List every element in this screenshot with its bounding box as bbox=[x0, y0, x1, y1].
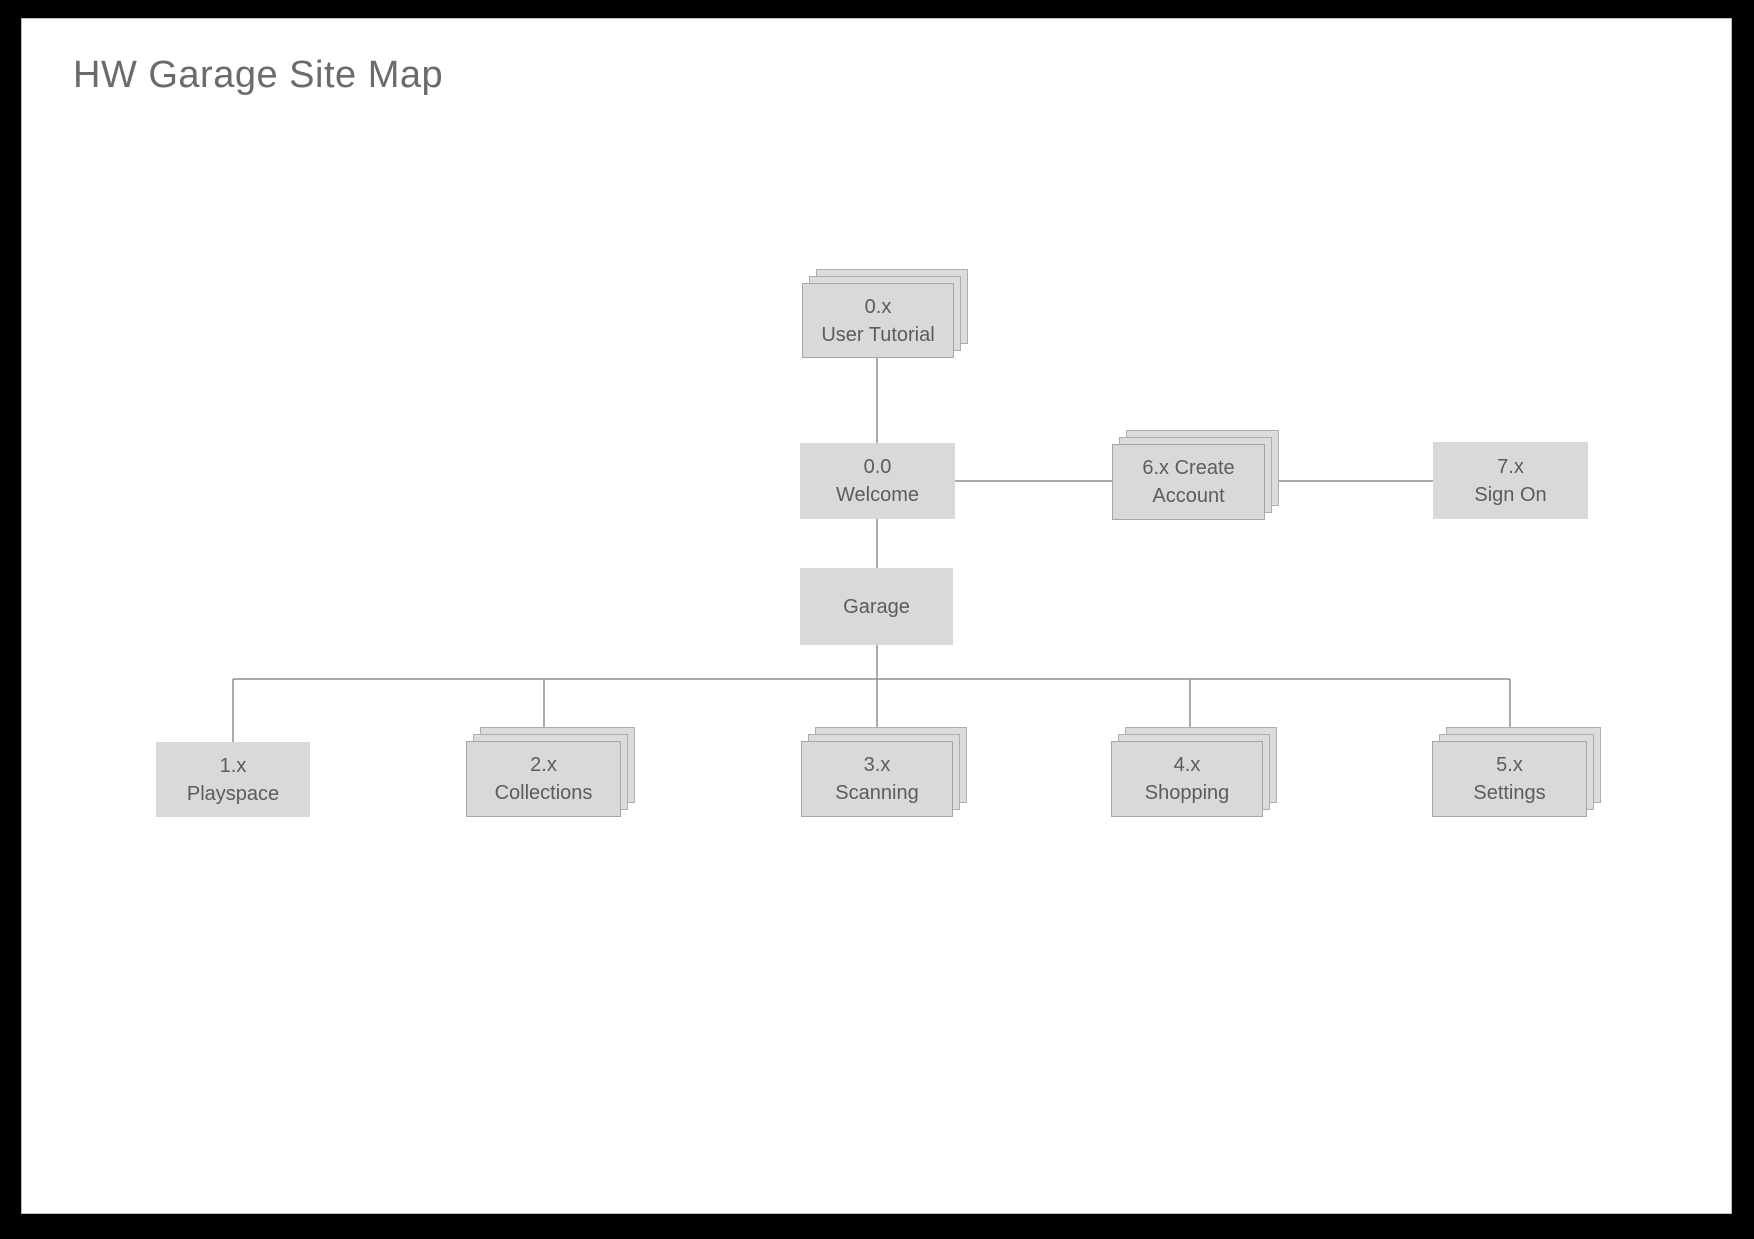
node-label: 0.0 Welcome bbox=[836, 456, 919, 506]
node-card: 1.x Playspace bbox=[156, 742, 310, 817]
node-card: Garage bbox=[800, 568, 953, 645]
node-create-account[interactable]: 6.x Create Account bbox=[1112, 430, 1279, 520]
node-label: 7.x Sign On bbox=[1474, 455, 1547, 506]
node-card: 5.x Settings bbox=[1432, 741, 1587, 817]
node-user-tutorial[interactable]: 0.x User Tutorial bbox=[802, 269, 968, 358]
node-label: 3.x Scanning bbox=[835, 754, 919, 804]
page-title: HW Garage Site Map bbox=[73, 54, 444, 96]
node-welcome[interactable]: 0.0 Welcome bbox=[800, 443, 955, 519]
node-label: 6.x Create Account bbox=[1142, 457, 1235, 507]
node-label: 0.x User Tutorial bbox=[821, 295, 935, 346]
node-collections[interactable]: 2.x Collections bbox=[466, 727, 635, 817]
node-sign-on[interactable]: 7.x Sign On bbox=[1433, 442, 1588, 519]
node-card: 6.x Create Account bbox=[1112, 444, 1265, 520]
node-card: 0.0 Welcome bbox=[800, 443, 955, 519]
node-card: 4.x Shopping bbox=[1111, 741, 1263, 817]
connector-path bbox=[232, 358, 1511, 742]
node-label: 1.x Playspace bbox=[186, 754, 280, 805]
node-label: 4.x Shopping bbox=[1144, 754, 1230, 804]
node-scanning[interactable]: 3.x Scanning bbox=[801, 727, 967, 817]
node-label: Garage bbox=[843, 595, 910, 618]
node-settings[interactable]: 5.x Settings bbox=[1432, 727, 1601, 817]
node-label: 5.x Settings bbox=[1473, 754, 1546, 804]
node-shopping[interactable]: 4.x Shopping bbox=[1111, 727, 1277, 817]
node-card: 0.x User Tutorial bbox=[802, 283, 954, 358]
node-garage[interactable]: Garage bbox=[800, 568, 953, 645]
node-card: 7.x Sign On bbox=[1433, 442, 1588, 519]
node-label: 2.x Collections bbox=[494, 754, 593, 804]
node-card: 3.x Scanning bbox=[801, 741, 953, 817]
node-playspace[interactable]: 1.x Playspace bbox=[156, 742, 310, 817]
node-card: 2.x Collections bbox=[466, 741, 621, 817]
